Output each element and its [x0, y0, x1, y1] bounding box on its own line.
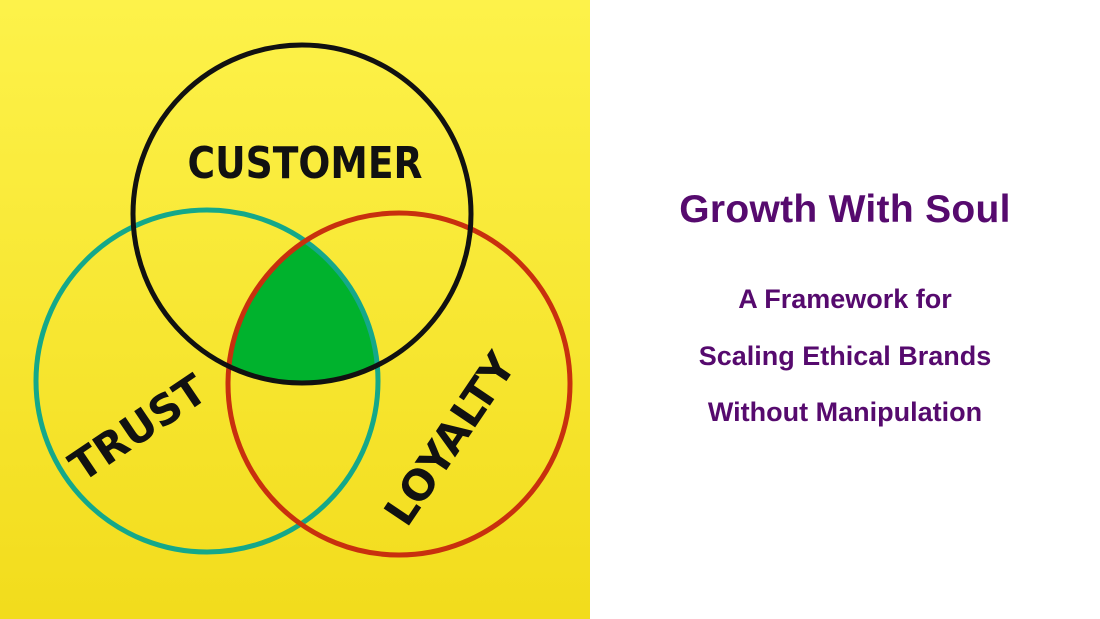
- subtitle-line: Scaling Ethical Brands: [698, 341, 992, 371]
- customer-circle: [130, 42, 474, 386]
- customer-label: CUSTOMER: [188, 138, 423, 189]
- subtitle-line: Without Manipulation: [707, 397, 983, 427]
- trust-circle: [33, 207, 381, 555]
- loyalty-circle: [225, 210, 573, 558]
- page-title: Growth With Soul: [679, 188, 1011, 231]
- subtitle-line: A Framework for: [738, 284, 952, 314]
- venn-diagram: CUSTOMER TRUST LOYALTY: [0, 0, 590, 619]
- overlap-region: [228, 213, 378, 383]
- title-panel: Growth With Soul A Framework for Scaling…: [590, 0, 1100, 619]
